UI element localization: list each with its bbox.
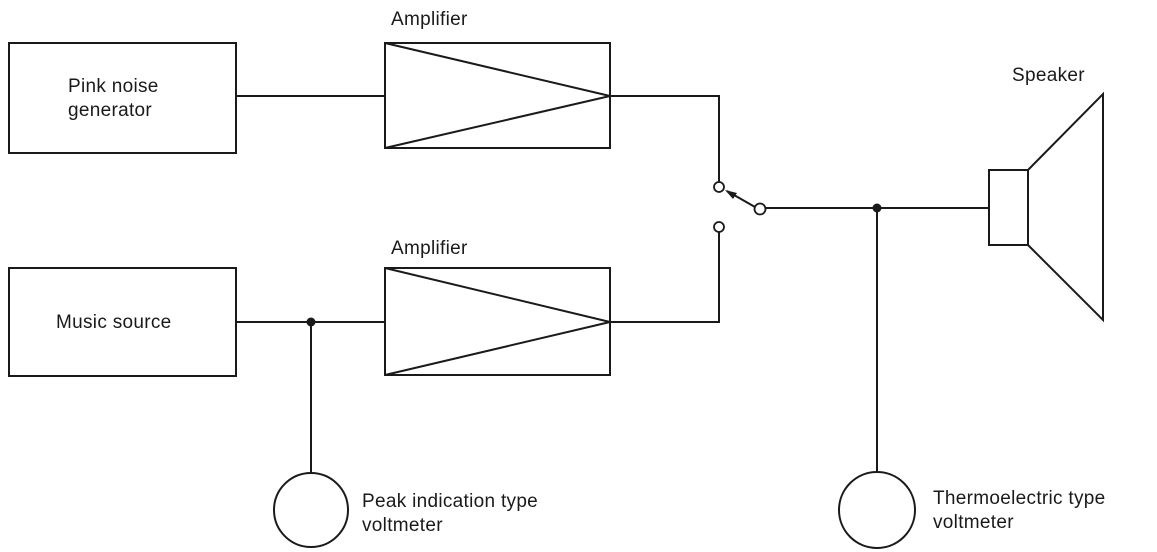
peak-voltmeter-label-line1: Peak indication type: [362, 491, 539, 512]
thermo-voltmeter-label-line1: Thermoelectric type: [933, 488, 1106, 509]
switch-terminal-top: [713, 181, 725, 193]
music-source-box: [8, 267, 237, 377]
amplifier-top-symbol: [384, 42, 611, 149]
speaker-symbol: [988, 91, 1104, 323]
switch-terminal-bottom: [713, 221, 725, 233]
music-source-label: Music source: [56, 312, 172, 333]
amplifier-bottom-symbol: [384, 267, 611, 376]
speaker-label: Speaker: [1012, 65, 1085, 86]
thermo-voltmeter-label-line2: voltmeter: [933, 512, 1014, 533]
peak-voltmeter-circle: [273, 472, 349, 548]
wire-amp-top-out: [610, 95, 720, 182]
wire-amp-bottom-out: [610, 232, 720, 323]
pink-noise-label-line2: generator: [68, 100, 153, 121]
amplifier-top-label: Amplifier: [391, 9, 468, 30]
peak-voltmeter-label-line2: voltmeter: [362, 515, 443, 536]
pink-noise-generator-box: [8, 42, 237, 154]
amplifier-bottom-label: Amplifier: [391, 238, 468, 259]
pink-noise-label-line1: Pink noise: [68, 76, 159, 97]
thermo-voltmeter-circle: [838, 471, 916, 549]
selector-switch: [725, 190, 767, 216]
